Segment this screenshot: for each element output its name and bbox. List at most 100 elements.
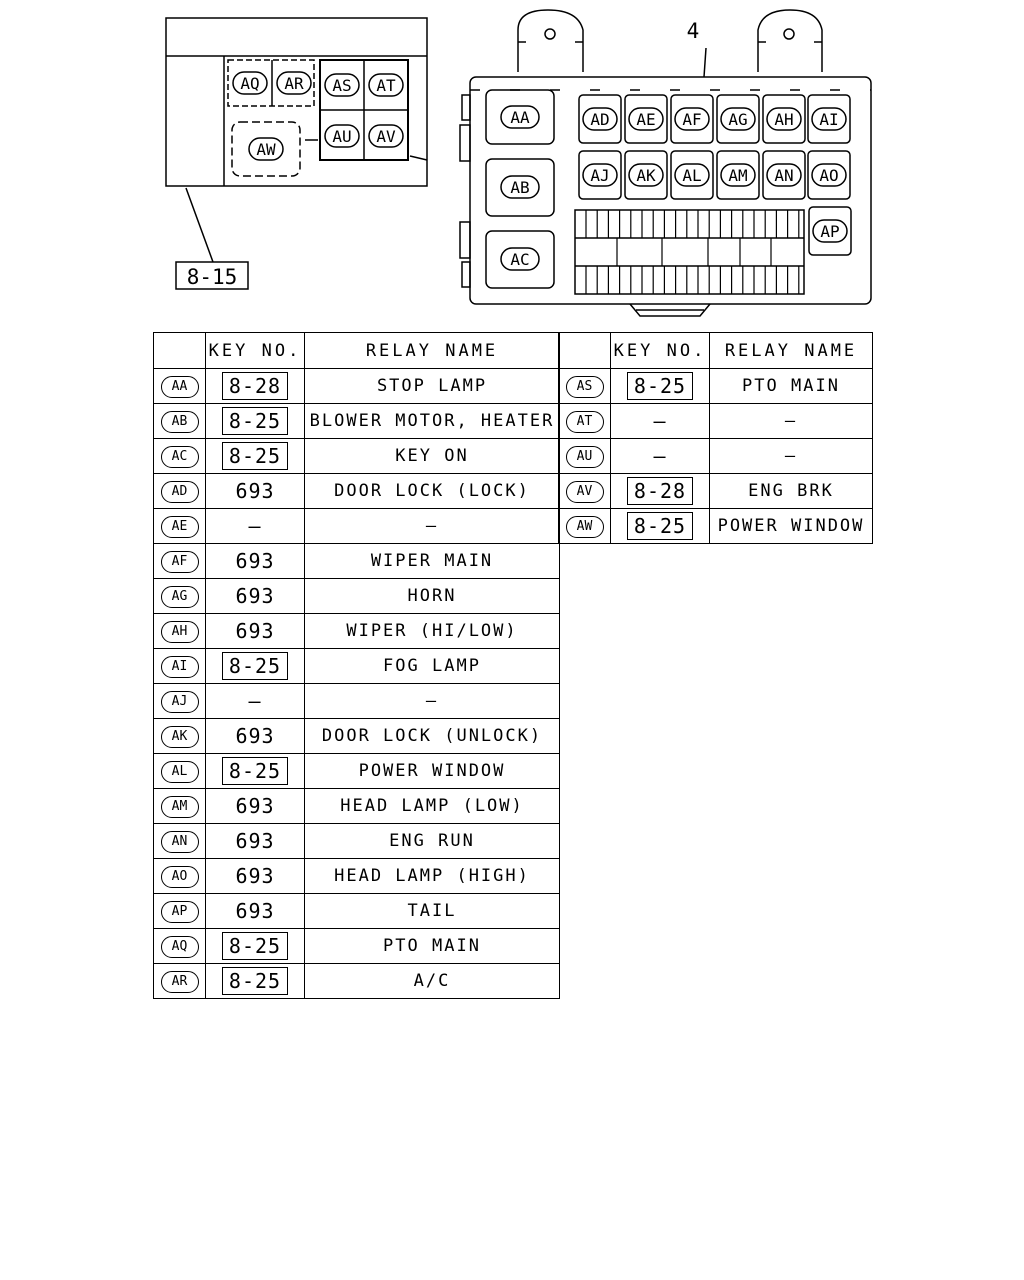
relay-code: AI (160, 655, 199, 678)
relay-code-marker: AT (368, 73, 404, 97)
header-key-no: KEY NO. (610, 332, 710, 369)
relay-code: AF (160, 550, 199, 573)
code-cell: AL (153, 753, 206, 789)
relay-code-text: AE (636, 110, 655, 129)
relay-slot (670, 150, 714, 200)
relay-code-text: AM (728, 166, 747, 185)
key-cell: 693 (205, 823, 305, 859)
relay-name-cell: POWER WINDOW (304, 753, 560, 789)
relay-slot (670, 94, 714, 144)
relay-code-marker: AE (628, 107, 664, 131)
callout-number: 4 (687, 19, 700, 43)
relay-code: AS (565, 375, 604, 398)
relay-code: AU (565, 445, 604, 468)
key-number: 693 (235, 479, 275, 503)
header-code (153, 332, 206, 369)
key-number: 693 (235, 584, 275, 608)
relay-name-cell: DOOR LOCK (LOCK) (304, 473, 560, 509)
relay-name-cell: A/C (304, 963, 560, 999)
relay-code: AO (160, 865, 199, 888)
relay-code: AR (160, 970, 199, 993)
relay-code-text: AT (376, 76, 396, 95)
relay-slot (762, 150, 806, 200)
relay-code-text: AR (284, 74, 304, 93)
code-cell: AB (153, 403, 206, 439)
key-number: 8-28 (626, 477, 694, 505)
key-number: — (248, 514, 262, 538)
table-header-row: KEY NO.RELAY NAME (558, 332, 873, 369)
relay-name-cell: HEAD LAMP (HIGH) (304, 858, 560, 894)
relay-name-cell: ENG BRK (709, 473, 873, 509)
key-cell: 8-25 (205, 438, 305, 474)
key-cell: 8-28 (205, 368, 305, 404)
key-cell: 693 (205, 788, 305, 824)
relay-name-cell: — (709, 403, 873, 439)
relay-name-cell: POWER WINDOW (709, 508, 873, 544)
relay-code-marker: AI (811, 107, 847, 131)
relay-code-marker: AJ (582, 163, 618, 187)
relay-slot (762, 94, 806, 144)
relay-code-text: AN (774, 166, 793, 185)
code-cell: AG (153, 578, 206, 614)
relay-code-text: AP (820, 222, 839, 241)
relay-code-marker: AV (368, 124, 404, 148)
relay-name-cell: TAIL (304, 893, 560, 929)
relay-code: AJ (160, 690, 199, 713)
relay-name-cell: KEY ON (304, 438, 560, 474)
key-number: — (653, 444, 667, 468)
relay-code-text: AW (256, 140, 276, 159)
key-number: 693 (235, 829, 275, 853)
code-cell: AU (558, 438, 611, 474)
key-cell: 693 (205, 578, 305, 614)
relay-code: AA (160, 375, 199, 398)
relay-code-marker: AW (248, 137, 284, 161)
relay-slot (807, 94, 851, 144)
relay-code-marker: AL (674, 163, 710, 187)
key-number: 8-25 (221, 932, 289, 960)
relay-code: AH (160, 620, 199, 643)
relay-code-marker: AF (674, 107, 710, 131)
header-key-no: KEY NO. (205, 332, 305, 369)
table-row: AE—— (153, 508, 560, 544)
key-cell: 693 (205, 893, 305, 929)
relay-code-marker: AH (766, 107, 802, 131)
key-number: 693 (235, 899, 275, 923)
code-cell: AD (153, 473, 206, 509)
key-cell: 8-25 (610, 508, 710, 544)
header-code (558, 332, 611, 369)
relay-code: AQ (160, 935, 199, 958)
key-cell: 8-25 (205, 648, 305, 684)
relay-code-marker: AD (582, 107, 618, 131)
key-cell: 8-25 (610, 368, 710, 404)
relay-code-text: AV (376, 127, 396, 146)
relay-name-cell: HEAD LAMP (LOW) (304, 788, 560, 824)
key-number: 8-25 (221, 757, 289, 785)
code-cell: AF (153, 543, 206, 579)
key-number: — (248, 689, 262, 713)
relay-code: AM (160, 795, 199, 818)
relay-code-text: AS (332, 76, 351, 95)
code-cell: AK (153, 718, 206, 754)
key-cell: 8-28 (610, 473, 710, 509)
key-cell: 8-25 (205, 928, 305, 964)
key-cell: — (610, 403, 710, 439)
relay-code-text: AQ (240, 74, 259, 93)
relay-slot (624, 94, 668, 144)
key-number: 8-25 (626, 512, 694, 540)
key-number: 693 (235, 794, 275, 818)
table-row: AD 693 DOOR LOCK (LOCK) (153, 473, 560, 509)
code-cell: AH (153, 613, 206, 649)
code-cell: AS (558, 368, 611, 404)
key-cell: 693 (205, 858, 305, 894)
relay-code: AG (160, 585, 199, 608)
relay-code-marker: AA (500, 105, 540, 129)
relay-name-cell: WIPER (HI/LOW) (304, 613, 560, 649)
relay-code: AB (160, 410, 199, 433)
relay-code-marker: AN (766, 163, 802, 187)
